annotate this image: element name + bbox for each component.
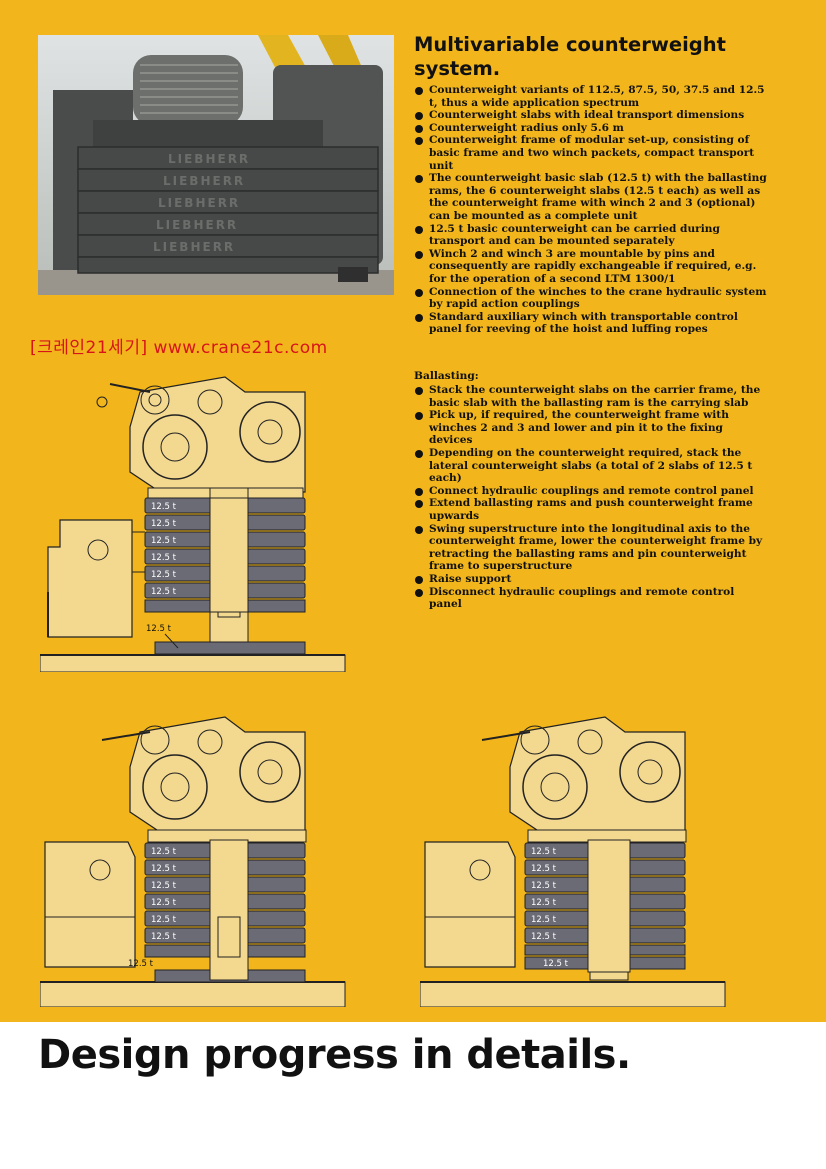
slab-label: 12.5 t (531, 864, 557, 874)
base-slab-label: 12.5 t (543, 959, 569, 969)
footer-headline: Design progress in details. (38, 1032, 631, 1078)
base-slab-label: 12.5 t (146, 624, 172, 634)
ballasting-steps: Stack the counterweight slabs on the car… (414, 384, 770, 611)
svg-text:LIEBHERR: LIEBHERR (153, 240, 235, 254)
slab-label: 12.5 t (151, 898, 177, 908)
slab-label: 12.5 t (151, 570, 177, 580)
list-item: Raise support (414, 573, 770, 586)
slab-label: 12.5 t (151, 915, 177, 925)
slab-label: 12.5 t (151, 553, 177, 563)
slab-label: 12.5 t (531, 932, 557, 942)
slab-label: 12.5 t (531, 881, 557, 891)
slab-label: 12.5 t (151, 864, 177, 874)
watermark: [크레인21세기] www.crane21c.com (30, 338, 328, 358)
slab-label: 12.5 t (151, 502, 177, 512)
slab-label: 12.5 t (531, 898, 557, 908)
list-item: Counterweight frame of modular set-up, c… (414, 134, 770, 172)
svg-text:LIEBHERR: LIEBHERR (156, 218, 238, 232)
svg-text:LIEBHERR: LIEBHERR (163, 174, 245, 188)
slab-label: 12.5 t (151, 881, 177, 891)
list-item: Winch 2 and winch 3 are mountable by pin… (414, 248, 770, 286)
list-item: Counterweight radius only 5.6 m (414, 122, 770, 135)
list-item: Extend ballasting rams and push counterw… (414, 497, 770, 522)
list-item: Swing superstructure into the longitudin… (414, 523, 770, 573)
list-item: Disconnect hydraulic couplings and remot… (414, 586, 770, 611)
ballasting-diagram-2: 12.5 t 12.5 t 12.5 t 12.5 t 12.5 t 12.5 … (39, 712, 350, 1011)
slab-label: 12.5 t (151, 932, 177, 942)
slab-label: 12.5 t (151, 587, 177, 597)
slab-label: 12.5 t (151, 847, 177, 857)
list-item: Depending on the counterweight required,… (414, 447, 770, 485)
list-item: Connect hydraulic couplings and remote c… (414, 485, 770, 498)
svg-text:LIEBHERR: LIEBHERR (158, 196, 240, 210)
feature-list: Counterweight variants of 112.5, 87.5, 5… (414, 84, 770, 336)
slab-label: 12.5 t (531, 915, 557, 925)
svg-text:LIEBHERR: LIEBHERR (168, 152, 250, 166)
base-slab-label: 12.5 t (128, 959, 154, 969)
list-item: The counterweight basic slab (12.5 t) wi… (414, 172, 770, 222)
counterweight-photo: LIEBHERR LIEBHERR LIEBHERR LIEBHERR LIEB… (38, 35, 394, 295)
slab-label: 12.5 t (531, 847, 557, 857)
slab-label: 12.5 t (151, 519, 177, 529)
list-item: Pick up, if required, the counterweight … (414, 409, 770, 447)
ballasting-heading: Ballasting: (414, 370, 479, 382)
ballasting-diagram-1: 12.5 t 12.5 t 12.5 t 12.5 t 12.5 t 12.5 … (39, 372, 350, 676)
list-item: Stack the counterweight slabs on the car… (414, 384, 770, 409)
list-item: Counterweight slabs with ideal transport… (414, 109, 770, 122)
list-item: Standard auxiliary winch with transporta… (414, 311, 770, 336)
list-item: Connection of the winches to the crane h… (414, 286, 770, 311)
list-item: 12.5 t basic counterweight can be carrie… (414, 223, 770, 248)
section-title: Multivariable counterweight system. (414, 33, 726, 80)
ballasting-diagram-3: 12.5 t 12.5 t 12.5 t 12.5 t 12.5 t 12.5 … (419, 712, 730, 1011)
slab-label: 12.5 t (151, 536, 177, 546)
list-item: Counterweight variants of 112.5, 87.5, 5… (414, 84, 770, 109)
